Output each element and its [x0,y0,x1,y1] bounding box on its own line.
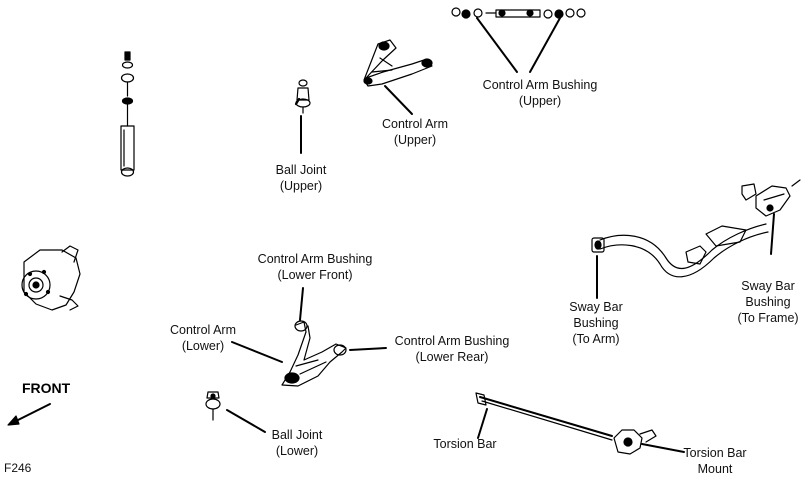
front-arrow-icon [7,403,51,426]
label-control-arm-bushing-lower-front: Control Arm Bushing (Lower Front) [257,252,373,282]
label-sway-bar-bushing-frame: Sway Bar Bushing (To Frame) [737,279,799,325]
ball-joint-upper-part [294,79,311,114]
control-arm-upper-part [363,39,433,87]
sway-bar-part [591,223,769,278]
label-torsion-bar-mount: Torsion Bar Mount [683,446,747,476]
sway-bar-frame-bracket-part [741,179,801,217]
label-ball-joint-upper: Ball Joint (Upper) [275,163,327,193]
front-label: FRONT [22,380,71,396]
figure-id: F246 [4,461,32,475]
leader-control-arm-bushing-lower-front [299,287,304,321]
torsion-bar-part [475,392,613,441]
label-sway-bar-bushing-arm: Sway Bar Bushing (To Arm) [569,300,623,346]
ball-joint-lower-part [205,391,221,421]
leader-control-arm-lower [231,341,283,363]
label-ball-joint-lower: Ball Joint (Lower) [271,428,323,458]
leader-control-arm-bushing-lower-rear [349,347,387,351]
leader-torsion-bar [477,408,488,439]
shock-absorber-part [120,51,135,177]
control-arm-lower-part [281,320,347,387]
label-control-arm-bushing-upper: Control Arm Bushing (Upper) [482,78,598,108]
leader-sway-bar-bushing-frame [770,213,775,255]
leader-ball-joint-lower [226,409,266,433]
label-control-arm-upper: Control Arm (Upper) [382,117,448,147]
steering-knuckle-part [21,245,81,311]
control-arm-bushing-upper-part [451,7,586,19]
label-control-arm-lower: Control Arm (Lower) [170,323,236,353]
leader-torsion-bar-mount [641,443,685,453]
leader-control-arm-bushing-upper [476,17,561,73]
label-torsion-bar: Torsion Bar [433,437,497,451]
torsion-bar-mount-part [613,429,657,455]
leader-control-arm-upper [384,85,413,115]
label-control-arm-bushing-lower-rear: Control Arm Bushing (Lower Rear) [394,334,510,364]
